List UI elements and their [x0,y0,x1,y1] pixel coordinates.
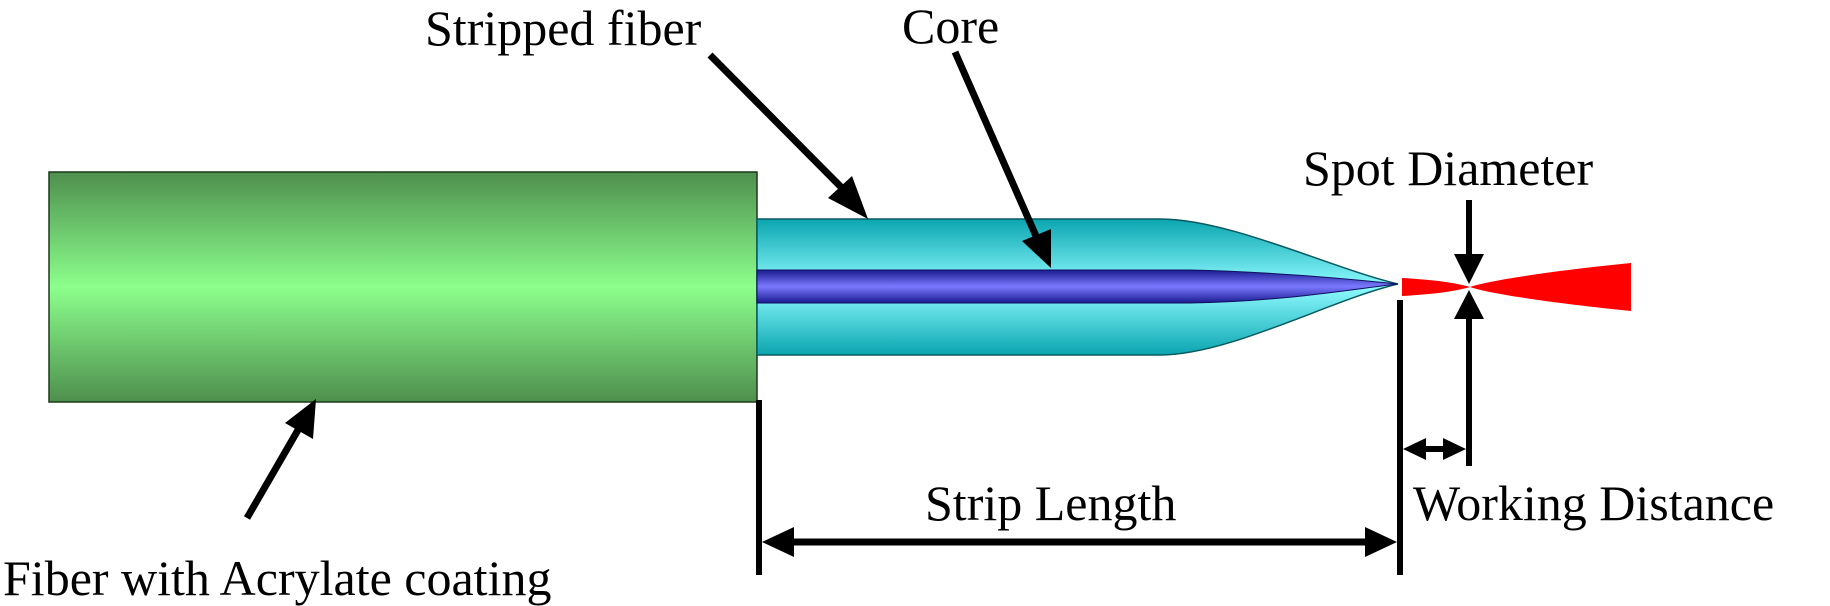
spot-diameter-label: Spot Diameter [1303,140,1594,196]
coating-arrowhead [285,399,316,439]
working-distance-label: Working Distance [1413,475,1775,531]
strip-length-left-arrowhead [762,527,794,557]
working-distance-right-arrowhead [1443,438,1466,460]
stripped-fiber-arrowhead [828,176,868,219]
working-distance-left-arrowhead [1403,438,1426,460]
acrylate-coating [48,171,758,403]
fiber-core [756,269,1399,304]
strip-length-right-arrowhead [1365,527,1397,557]
stripped-fiber-arrow-line [707,52,845,191]
stripped-fiber-label: Stripped fiber [425,0,702,56]
laser-beam [1402,263,1631,311]
spot-diameter-lower-arrowhead [1454,290,1484,319]
spot-diameter-upper-arrowhead [1454,254,1484,284]
coating-label: Fiber with Acrylate coating [3,550,552,606]
strip-length-label: Strip Length [925,475,1177,531]
core-arrow-line [951,50,1040,238]
coating-arrow-line [243,428,302,520]
core-label: Core [902,0,1000,54]
core-arrowhead [1022,229,1051,268]
